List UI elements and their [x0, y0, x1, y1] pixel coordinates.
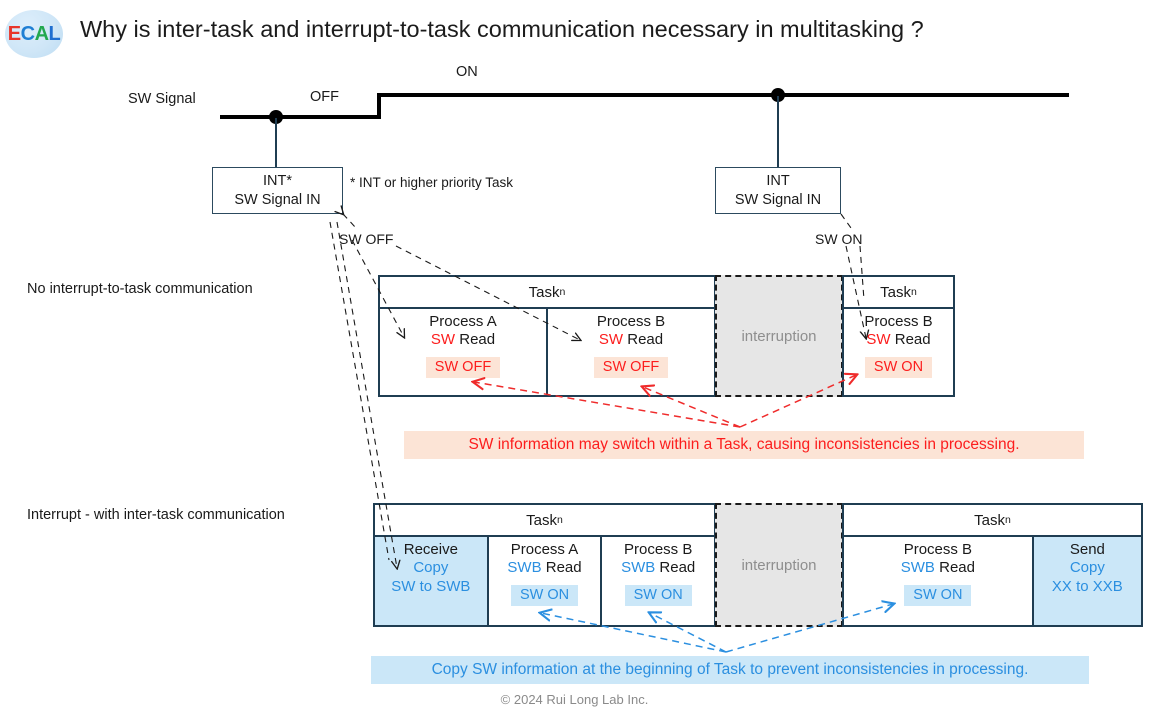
- cell-line-1: Process A: [429, 313, 497, 330]
- cell-line-3: SW to SWB: [391, 577, 471, 595]
- banner-text: SW information may switch within a Task,…: [468, 436, 1020, 453]
- banner-text: Copy SW information at the beginning of …: [431, 661, 1029, 678]
- task-subscript: n: [557, 514, 563, 526]
- logo-letter-c: C: [20, 23, 35, 45]
- row-1-warning-banner: SW information may switch within a Task,…: [404, 431, 1084, 459]
- cell-line-2: SWB Read: [901, 559, 975, 577]
- cell-line-1: Process B: [596, 313, 666, 330]
- interruption-label: interruption: [741, 556, 817, 574]
- cell-line-1: Process B: [864, 313, 933, 330]
- logo-letter-l: L: [48, 23, 61, 45]
- cell-line-3: XX to XXB: [1051, 577, 1123, 595]
- row-1-interruption-block: interruption: [715, 275, 843, 397]
- cell-line-1: Process B: [903, 541, 973, 558]
- task-label: Task: [528, 283, 560, 301]
- sw-off-annotation: SW OFF: [339, 231, 394, 247]
- cell-keyword: SW: [598, 331, 624, 349]
- interruption-label: interruption: [741, 327, 817, 345]
- row-1-right-cell-1[interactable]: Process B SW Read SW ON: [844, 309, 953, 395]
- row-2-right-cell-2[interactable]: Send Copy XX to XXB: [1031, 537, 1141, 625]
- signal-on-label: ON: [456, 64, 478, 80]
- int-box-1-line2: SW Signal IN: [234, 191, 321, 208]
- int-box-2[interactable]: INT SW Signal IN: [715, 167, 841, 214]
- row-2-interruption-block: interruption: [715, 503, 843, 627]
- int-box-2-line2: SW Signal IN: [734, 191, 822, 208]
- cell-status-chip: SW OFF: [425, 356, 501, 379]
- copyright-text: © 2024 Rui Long Lab Inc.: [500, 692, 649, 707]
- logo-letter-e: E: [7, 23, 21, 45]
- cell-keyword-rest: Read: [541, 559, 582, 577]
- signal-junction-dot-1: [269, 110, 283, 124]
- signal-rising-edge: [377, 93, 381, 119]
- cell-keyword: SWB: [900, 559, 935, 577]
- row-2-info-banner: Copy SW information at the beginning of …: [371, 656, 1089, 684]
- cell-line-1: Receive: [403, 541, 458, 558]
- cell-line-2: SW Read: [599, 331, 663, 349]
- logo-letter-a: A: [34, 23, 49, 45]
- cell-keyword: SW: [866, 331, 891, 349]
- cell-line-2: Copy: [1069, 559, 1105, 577]
- task-subscript: n: [1005, 514, 1011, 526]
- cell-line-1: Process B: [624, 541, 693, 558]
- page-title: Why is inter-task and interrupt-to-task …: [80, 16, 924, 42]
- task-label: Task: [880, 283, 911, 301]
- task-subscript: n: [559, 286, 566, 298]
- cell-keyword-rest: Read: [623, 331, 664, 349]
- cell-line-1: Process A: [510, 541, 579, 558]
- cell-keyword: SWB: [507, 559, 542, 577]
- row-1-title: No interrupt-to-task communication: [27, 281, 253, 297]
- signal-drop-line-2: [777, 96, 779, 167]
- cell-status-chip: SW ON: [624, 584, 692, 607]
- sw-signal-label: SW Signal: [128, 91, 196, 107]
- ecal-logo: ECAL: [5, 10, 63, 58]
- cell-keyword: SW: [430, 331, 456, 349]
- row-2-left-cell-3[interactable]: Process B SWB Read SW ON: [600, 537, 715, 625]
- row-2-right-cell-1[interactable]: Process B SWB Read SW ON: [844, 537, 1032, 625]
- task-subscript: n: [911, 286, 917, 298]
- row-2-title: Interrupt - with inter-task communicatio…: [27, 507, 285, 523]
- signal-junction-dot-2: [771, 88, 785, 102]
- signal-low-segment: [220, 115, 380, 119]
- cell-keyword: SWB: [621, 559, 656, 577]
- cell-keyword-rest: Read: [455, 331, 496, 349]
- task-label: Task: [974, 511, 1005, 529]
- cell-status-chip: SW ON: [864, 356, 933, 379]
- cell-line-2: Copy: [413, 559, 449, 577]
- cell-line-2: SW Read: [866, 331, 930, 349]
- cell-line-2: SWB Read: [621, 559, 695, 577]
- row-2-left-cell-2[interactable]: Process A SWB Read SW ON: [486, 537, 601, 625]
- sw-on-annotation: SW ON: [815, 231, 863, 247]
- cell-keyword-rest: Read: [890, 331, 931, 349]
- cell-status-chip: SW ON: [510, 584, 579, 607]
- row-1-left-cell-2[interactable]: Process B SW Read SW OFF: [546, 309, 714, 395]
- cell-line-2: SW Read: [431, 331, 495, 349]
- row-1-left-cell-1[interactable]: Process A SW Read SW OFF: [380, 309, 546, 395]
- cell-line-1: Send: [1069, 541, 1105, 558]
- cell-status-chip: SW OFF: [593, 356, 669, 379]
- cell-line-2: SWB Read: [507, 559, 581, 577]
- cell-status-chip: SW ON: [904, 584, 972, 607]
- cell-keyword-rest: Read: [934, 559, 975, 577]
- int-box-2-line1: INT: [766, 172, 790, 189]
- int-box-1-line1: INT*: [263, 172, 292, 189]
- int-box-1[interactable]: INT* SW Signal IN: [212, 167, 343, 214]
- row-2-left-cell-1[interactable]: Receive Copy SW to SWB: [375, 537, 487, 625]
- task-label: Task: [526, 511, 557, 529]
- signal-high-segment: [377, 93, 1069, 97]
- signal-drop-line-1: [275, 118, 277, 168]
- footnote-text: * INT or higher priority Task: [350, 175, 514, 190]
- cell-keyword-rest: Read: [655, 559, 696, 577]
- signal-off-label: OFF: [310, 89, 339, 105]
